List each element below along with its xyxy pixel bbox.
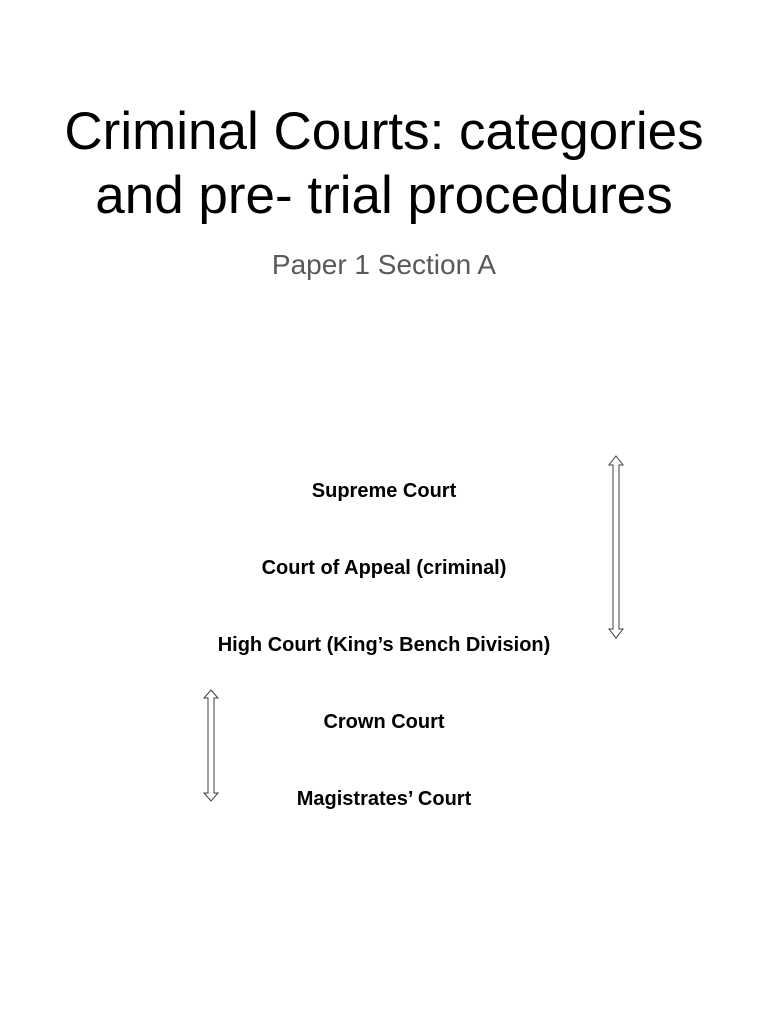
double-headed-vertical-arrow-icon (607, 455, 625, 639)
court-supreme: Supreme Court (311, 480, 457, 502)
court-high-court: High Court (King’s Bench Division) (217, 634, 551, 656)
slide-title-line-2: and pre- trial procedures (95, 166, 673, 225)
slide-subtitle: Paper 1 Section A (271, 249, 497, 280)
court-crown: Crown Court (323, 711, 445, 733)
court-magistrates: Magistrates’ Court (296, 788, 472, 810)
slide-title-line-1: Criminal Courts: categories (64, 102, 704, 161)
court-of-appeal: Court of Appeal (criminal) (261, 557, 507, 579)
double-headed-vertical-arrow-icon (202, 689, 220, 802)
slide-title: Criminal Courts: categories and pre- tri… (0, 100, 768, 228)
